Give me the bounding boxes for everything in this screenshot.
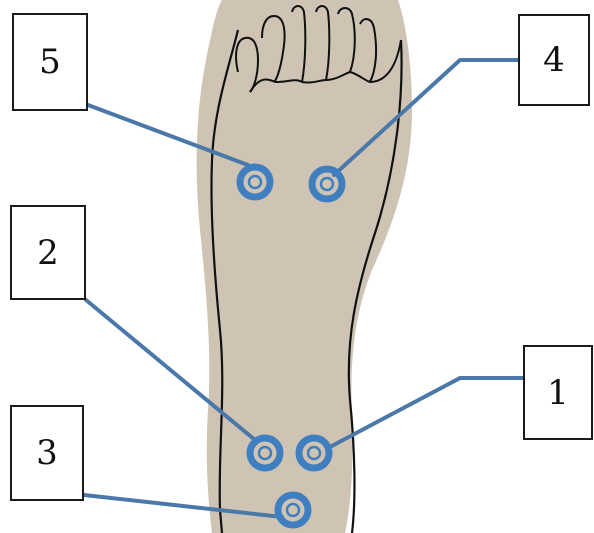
label-box-5: 5	[12, 13, 88, 111]
label-4-text: 4	[543, 40, 565, 80]
label-box-2: 2	[10, 205, 86, 300]
label-3-text: 3	[36, 433, 58, 473]
label-box-4: 4	[518, 14, 590, 106]
label-5-text: 5	[39, 42, 61, 82]
label-1-text: 1	[547, 373, 569, 413]
leader-line-1	[328, 378, 523, 448]
label-box-3: 3	[10, 405, 84, 501]
label-box-1: 1	[523, 345, 593, 440]
label-2-text: 2	[37, 233, 59, 273]
